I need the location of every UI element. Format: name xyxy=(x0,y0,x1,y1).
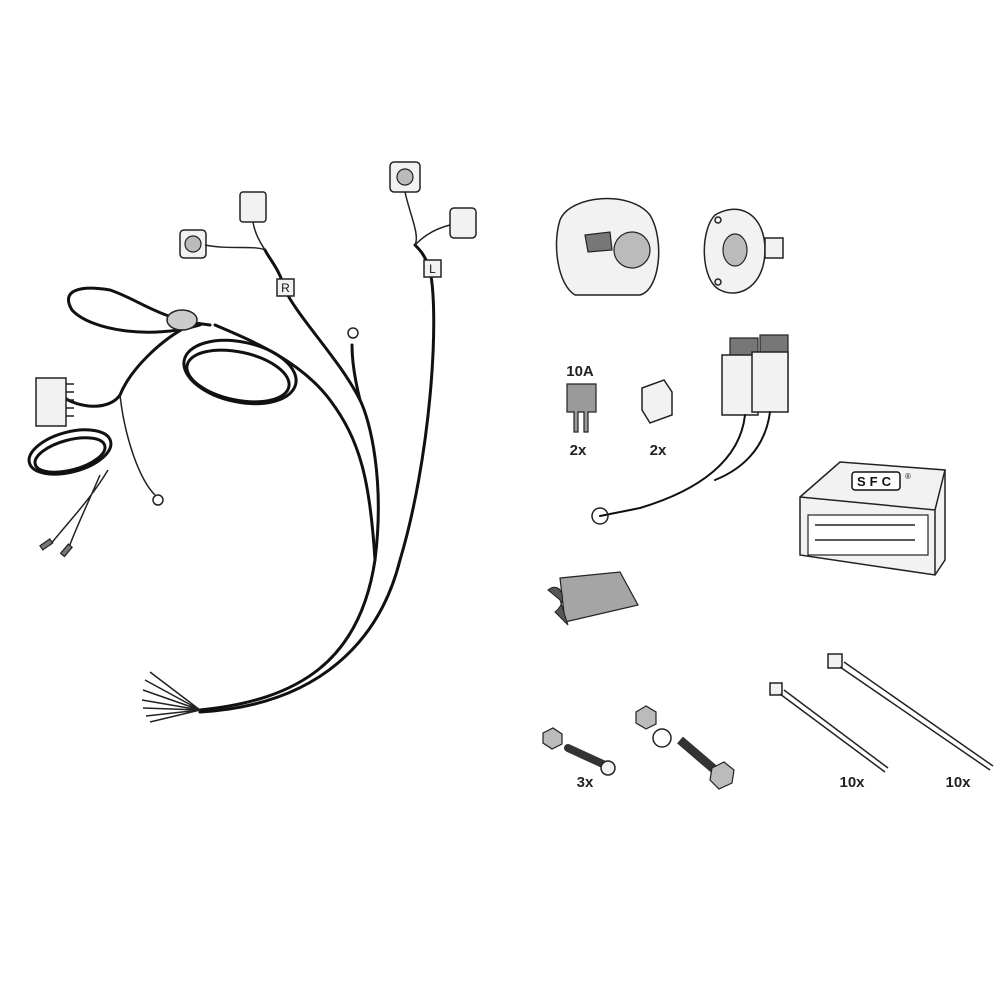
cable-tie-long: 10x xyxy=(827,653,994,791)
cable-tie-short: 10x xyxy=(769,682,889,791)
fuse-quantity: 2x xyxy=(570,442,587,459)
cable-tie-short-quantity: 10x xyxy=(839,774,865,791)
module-brand-logo: SFC xyxy=(857,474,895,489)
socket-gasket xyxy=(703,208,784,294)
trailer-socket xyxy=(555,197,660,296)
fuse-cap-quantity: 2x xyxy=(650,442,667,459)
fuse-cap: 2x xyxy=(641,379,673,459)
registered-mark: ® xyxy=(905,472,911,481)
left-side-tag: L xyxy=(429,262,436,276)
control-module: SFC ® xyxy=(799,461,946,576)
fuse-rating: 10A xyxy=(566,363,594,380)
cleaning-wipe xyxy=(547,571,639,626)
screw-set: 3x xyxy=(542,727,616,791)
cable-tie-long-quantity: 10x xyxy=(945,774,971,791)
screw-quantity: 3x xyxy=(577,774,594,791)
wiring-harness: R L xyxy=(27,161,477,723)
fuse: 10A 2x xyxy=(566,363,597,459)
bolt-set xyxy=(635,705,735,790)
relay-holder xyxy=(591,334,789,525)
right-side-tag: R xyxy=(281,281,290,295)
